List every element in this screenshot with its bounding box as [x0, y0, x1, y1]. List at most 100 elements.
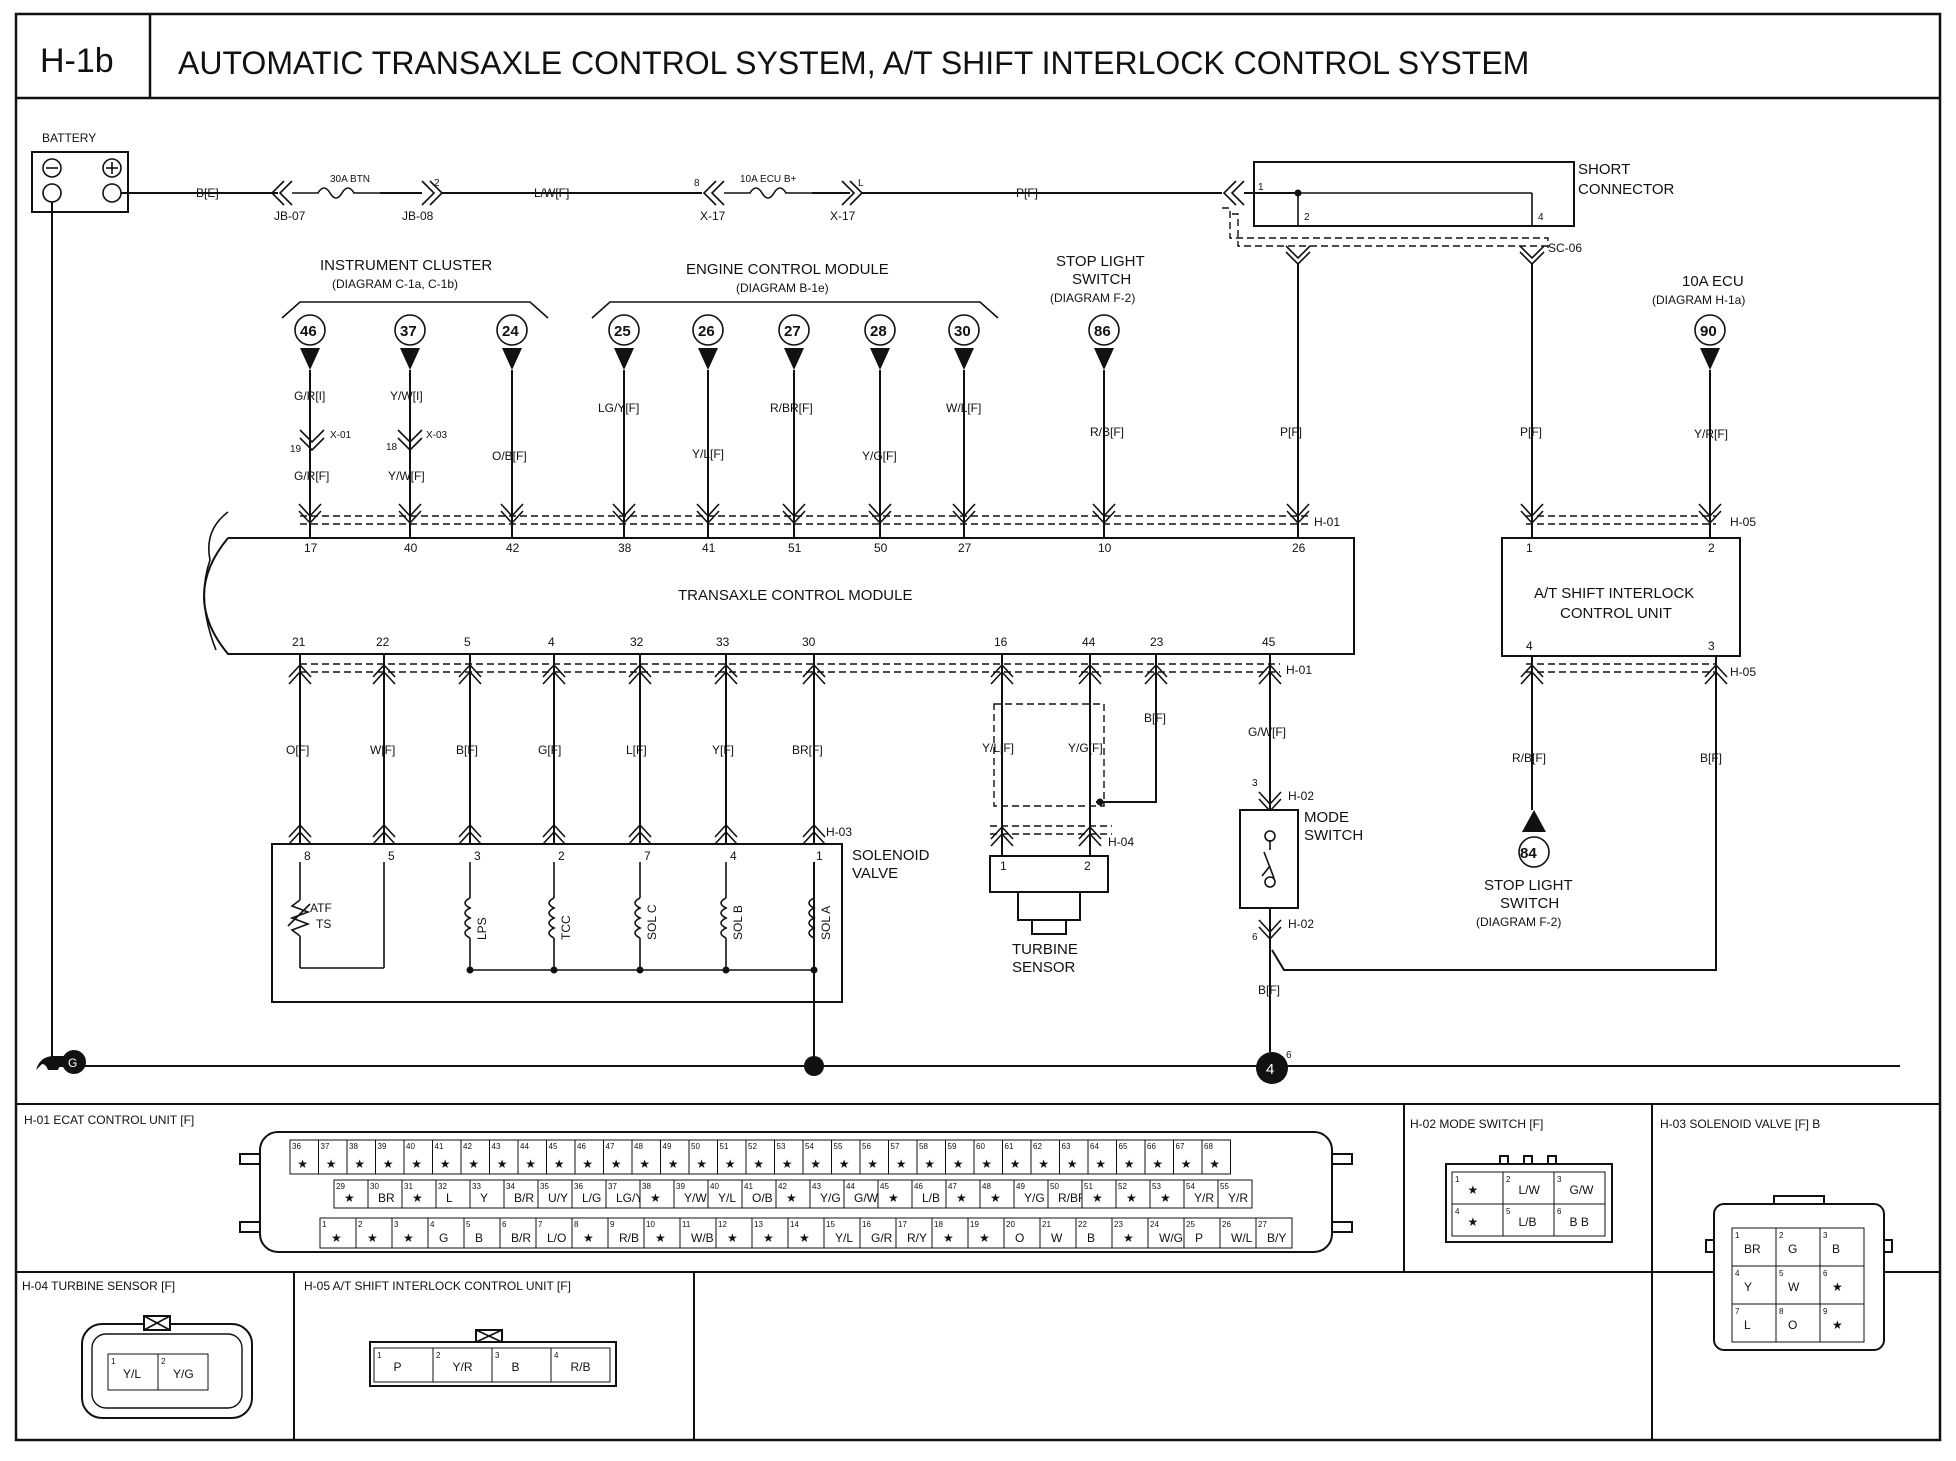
interlock-label1: A/T SHIFT INTERLOCK [1534, 585, 1694, 602]
sc-pin-4: 4 [1538, 212, 1544, 223]
h01-row1-pin-58: 58 [919, 1142, 928, 1151]
h01-row1-wire-45: ★ [554, 1157, 565, 1171]
wire-l-w: L/W[F] [534, 186, 569, 200]
wire-b-ground: B[F] [1258, 983, 1280, 997]
h01-row1-wire-66: ★ [1152, 1157, 1163, 1171]
h01-row2-wire-43: Y/G [820, 1191, 841, 1205]
h01-row1-wire-38: ★ [354, 1157, 365, 1171]
wire-b-interlock: B[F] [1700, 751, 1722, 765]
solenoid-pin-8: 8 [304, 849, 311, 863]
h01-row2-pin-31: 31 [404, 1182, 413, 1191]
h01-row1-pin-49: 49 [663, 1142, 672, 1151]
instrument-cluster-ref: (DIAGRAM C-1a, C-1b) [332, 277, 458, 291]
h01-row1-pin-52: 52 [748, 1142, 757, 1151]
h01-row2-pin-45: 45 [880, 1182, 889, 1191]
h01-row2-pin-48: 48 [982, 1182, 991, 1191]
wire-y-r: Y/R[F] [1694, 427, 1728, 441]
h02-cells-pin-3: 3 [1557, 1175, 1562, 1184]
connector-h01: H-01 ECAT CONTROL UNIT [F] 36★37★38★39★4… [24, 1113, 1353, 1253]
upper-wire-labels: G/R[I] X-01 19 G/R[F] Y/W[I] X-03 18 Y/W… [290, 389, 1756, 529]
wire-y-l-16: Y/L[F] [982, 741, 1014, 755]
wire-b-23: B[F] [1144, 711, 1166, 725]
h01-row3-wire-3: ★ [403, 1231, 414, 1245]
tcm-top-pin-26: 26 [1292, 541, 1306, 555]
h05-lower-label: H-05 [1730, 665, 1756, 679]
h01-row-2: 29★30BR31★32L33Y34B/R35U/Y36L/G37LG/Y38★… [333, 1179, 1253, 1209]
h02-top-label: H-02 [1288, 789, 1314, 803]
wire-y-w-f: Y/W[F] [388, 469, 425, 483]
h01-row3-wire-7: L/O [547, 1231, 566, 1245]
tcm-top-pin-51: 51 [788, 541, 802, 555]
h01-row3-wire-25: P [1195, 1231, 1203, 1245]
circuit-ref-25: 25 [614, 323, 631, 340]
pin-l: L [858, 178, 864, 189]
h01-row1-pin-45: 45 [549, 1142, 558, 1151]
short-connector-label2: CONNECTOR [1578, 181, 1675, 198]
sc-pin-2: 2 [1304, 212, 1310, 223]
ground-bus: G 4 [36, 1050, 1900, 1084]
h01-row3-pin-21: 21 [1042, 1220, 1051, 1229]
h01-row1-wire-37: ★ [326, 1157, 337, 1171]
ts-label: TS [316, 917, 331, 931]
h01-row1-wire-54: ★ [810, 1157, 821, 1171]
coil-tcc: TCC [559, 915, 573, 940]
h01-row2-pin-52: 52 [1118, 1182, 1127, 1191]
h01-row1-wire-60: ★ [981, 1157, 992, 1171]
stop-light-switch-label2: SWITCH [1072, 271, 1131, 288]
circuit-ref-46: 46 [300, 323, 317, 340]
h01-row1-pin-55: 55 [834, 1142, 843, 1151]
h01-row1-pin-64: 64 [1090, 1142, 1099, 1151]
circuit-84: 84 [1520, 845, 1537, 862]
h03-cells-pin-6: 6 [1823, 1269, 1828, 1278]
turbine-label1: TURBINE [1012, 941, 1078, 958]
fuse-30a [292, 187, 380, 199]
pin-6-ground: 6 [1286, 1050, 1292, 1061]
h01-row2-wire-47: ★ [956, 1191, 967, 1205]
fuse-10a [724, 187, 812, 199]
h05-cells-pin-2: 2 [436, 1351, 441, 1360]
diagram-title: AUTOMATIC TRANSAXLE CONTROL SYSTEM, A/T … [178, 45, 1529, 81]
tcm-bottom-pin-21: 21 [292, 635, 306, 649]
h02-cells-pin-4: 4 [1455, 1207, 1460, 1216]
h01-row1-wire-56: ★ [867, 1157, 878, 1171]
tcm-bottom-pin-45: 45 [1262, 635, 1276, 649]
pin-19: 19 [290, 444, 302, 455]
inline-connectors [299, 429, 423, 452]
h01-row3-wire-24: W/G [1159, 1231, 1183, 1245]
lower-wire-labels: H-01 O[F] W[F] B[F] G[F] L[F] Y[F] BR[F]… [286, 663, 1314, 1061]
h01-row1-wire-55: ★ [839, 1157, 850, 1171]
jb08-label: JB-08 [402, 209, 434, 223]
h01-row2-wire-49: Y/G [1024, 1191, 1045, 1205]
h01-row3-pin-13: 13 [754, 1220, 763, 1229]
x17-left-label: X-17 [700, 209, 726, 223]
h01-row3-wire-8: ★ [583, 1231, 594, 1245]
h01-row1-pin-62: 62 [1033, 1142, 1042, 1151]
h03-cells-pin-5: 5 [1779, 1269, 1784, 1278]
coil-lps: LPS [475, 917, 489, 940]
h02-cells-wire-4: ★ [1468, 1215, 1479, 1229]
ecu-10a-label: 10A ECU [1682, 273, 1744, 290]
tcm-bottom-pin-22: 22 [376, 635, 390, 649]
h01-row1-pin-46: 46 [577, 1142, 586, 1151]
solenoid-pin-7: 7 [644, 849, 651, 863]
sls84-label1: STOP LIGHT [1484, 877, 1573, 894]
h01-row1-pin-41: 41 [435, 1142, 444, 1151]
h03-cells-pin-9: 9 [1823, 1307, 1828, 1316]
h01-row3-wire-14: ★ [799, 1231, 810, 1245]
h01-row2-pin-33: 33 [472, 1182, 481, 1191]
tcm-top-pin-10: 10 [1098, 541, 1112, 555]
circuit-ref-86: 86 [1094, 323, 1111, 340]
h01-row3-wire-17: R/Y [907, 1231, 927, 1245]
solenoid-label2: VALVE [852, 865, 898, 882]
mode-switch-label1: MODE [1304, 809, 1349, 826]
h01-row1-wire-51: ★ [725, 1157, 736, 1171]
interlock-pin-1: 1 [1526, 541, 1533, 555]
h03-cells-pin-4: 4 [1735, 1269, 1740, 1278]
h01-row3-pin-14: 14 [790, 1220, 799, 1229]
solenoid-valve: SOLENOID VALVE ATF TS [271, 843, 930, 1003]
sls84-label2: SWITCH [1500, 895, 1559, 912]
